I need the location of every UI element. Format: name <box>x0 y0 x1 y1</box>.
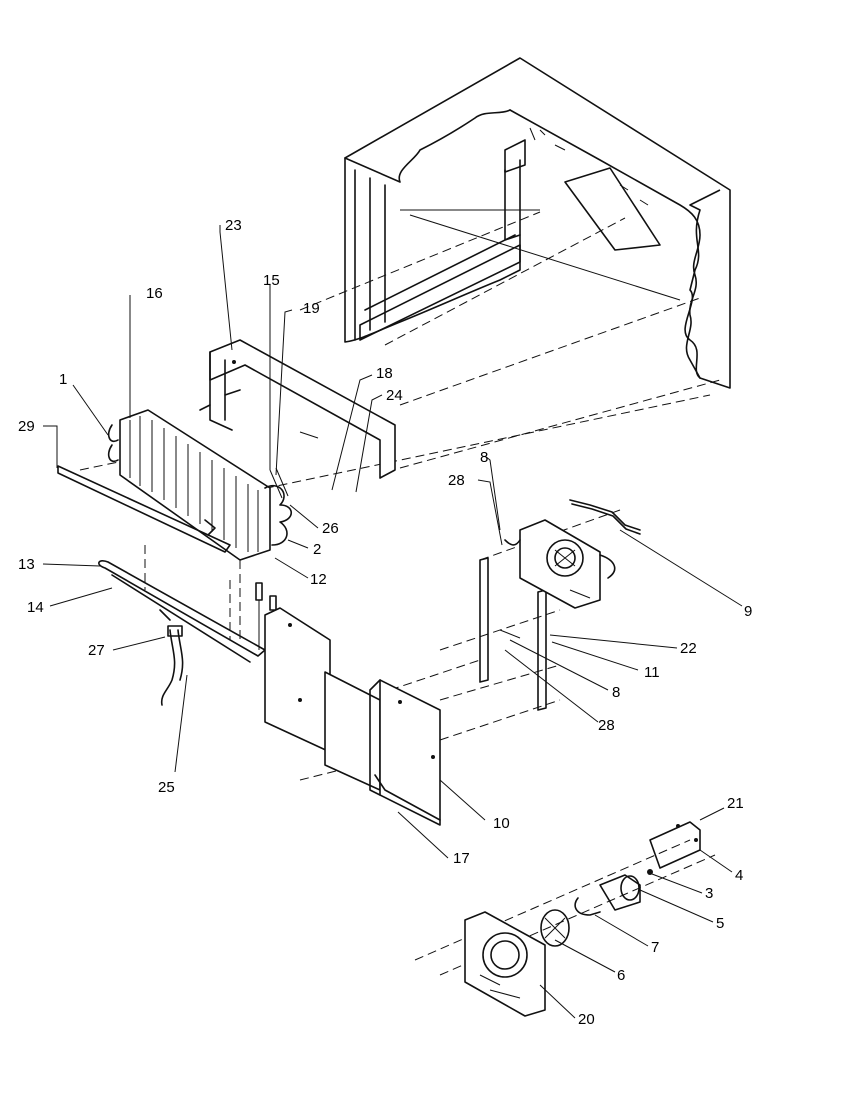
callout-11: 11 <box>644 664 660 681</box>
callout-28-top: 28 <box>448 472 465 489</box>
callout-21: 21 <box>727 795 744 812</box>
wire-harness <box>569 499 641 535</box>
callout-18: 18 <box>376 365 393 382</box>
callout-7: 7 <box>651 939 659 956</box>
callout-17: 17 <box>453 850 470 867</box>
callout-15: 14 <box>27 599 44 616</box>
callout-1: 1 <box>59 371 67 388</box>
callout-labels: 1 2 3 4 5 6 7 8 8 9 10 11 12 13 14 15 16… <box>18 217 752 1028</box>
assembly-lines <box>79 211 721 976</box>
callout-28-lower: 28 <box>598 717 615 734</box>
callout-14: 15 <box>263 272 280 289</box>
fan-motor-assembly <box>464 821 701 1017</box>
leader-lines <box>42 225 743 1019</box>
callout-2: 2 <box>313 541 321 558</box>
callout-29: 29 <box>18 418 35 435</box>
fan-shroud-upper <box>504 519 616 609</box>
evaporator-coil <box>107 409 293 561</box>
callout-9: 9 <box>744 603 752 620</box>
callout-26: 26 <box>322 520 339 537</box>
callout-13: 13 <box>18 556 35 573</box>
drain-tube <box>160 625 184 706</box>
callout-27: 27 <box>88 642 105 659</box>
callout-6: 6 <box>617 967 625 984</box>
callout-22: 22 <box>680 640 697 657</box>
callout-8-lower: 8 <box>612 684 620 701</box>
evaporator-housing <box>199 339 396 479</box>
evaporator-cover <box>264 607 441 826</box>
callout-24: 24 <box>386 387 403 404</box>
callout-10: 10 <box>493 815 510 832</box>
defrost-heater <box>57 465 266 663</box>
callout-23: 23 <box>225 217 242 234</box>
cabinet <box>344 57 731 389</box>
callout-8-top: 8 <box>480 449 488 466</box>
callout-25: 25 <box>158 779 175 796</box>
callout-20: 20 <box>578 1011 595 1028</box>
callout-3: 3 <box>705 885 713 902</box>
callout-19: 19 <box>303 300 320 317</box>
callout-5: 5 <box>716 915 724 932</box>
callout-16: 16 <box>146 285 163 302</box>
callout-4: 4 <box>735 867 743 884</box>
callout-12: 12 <box>310 571 327 588</box>
